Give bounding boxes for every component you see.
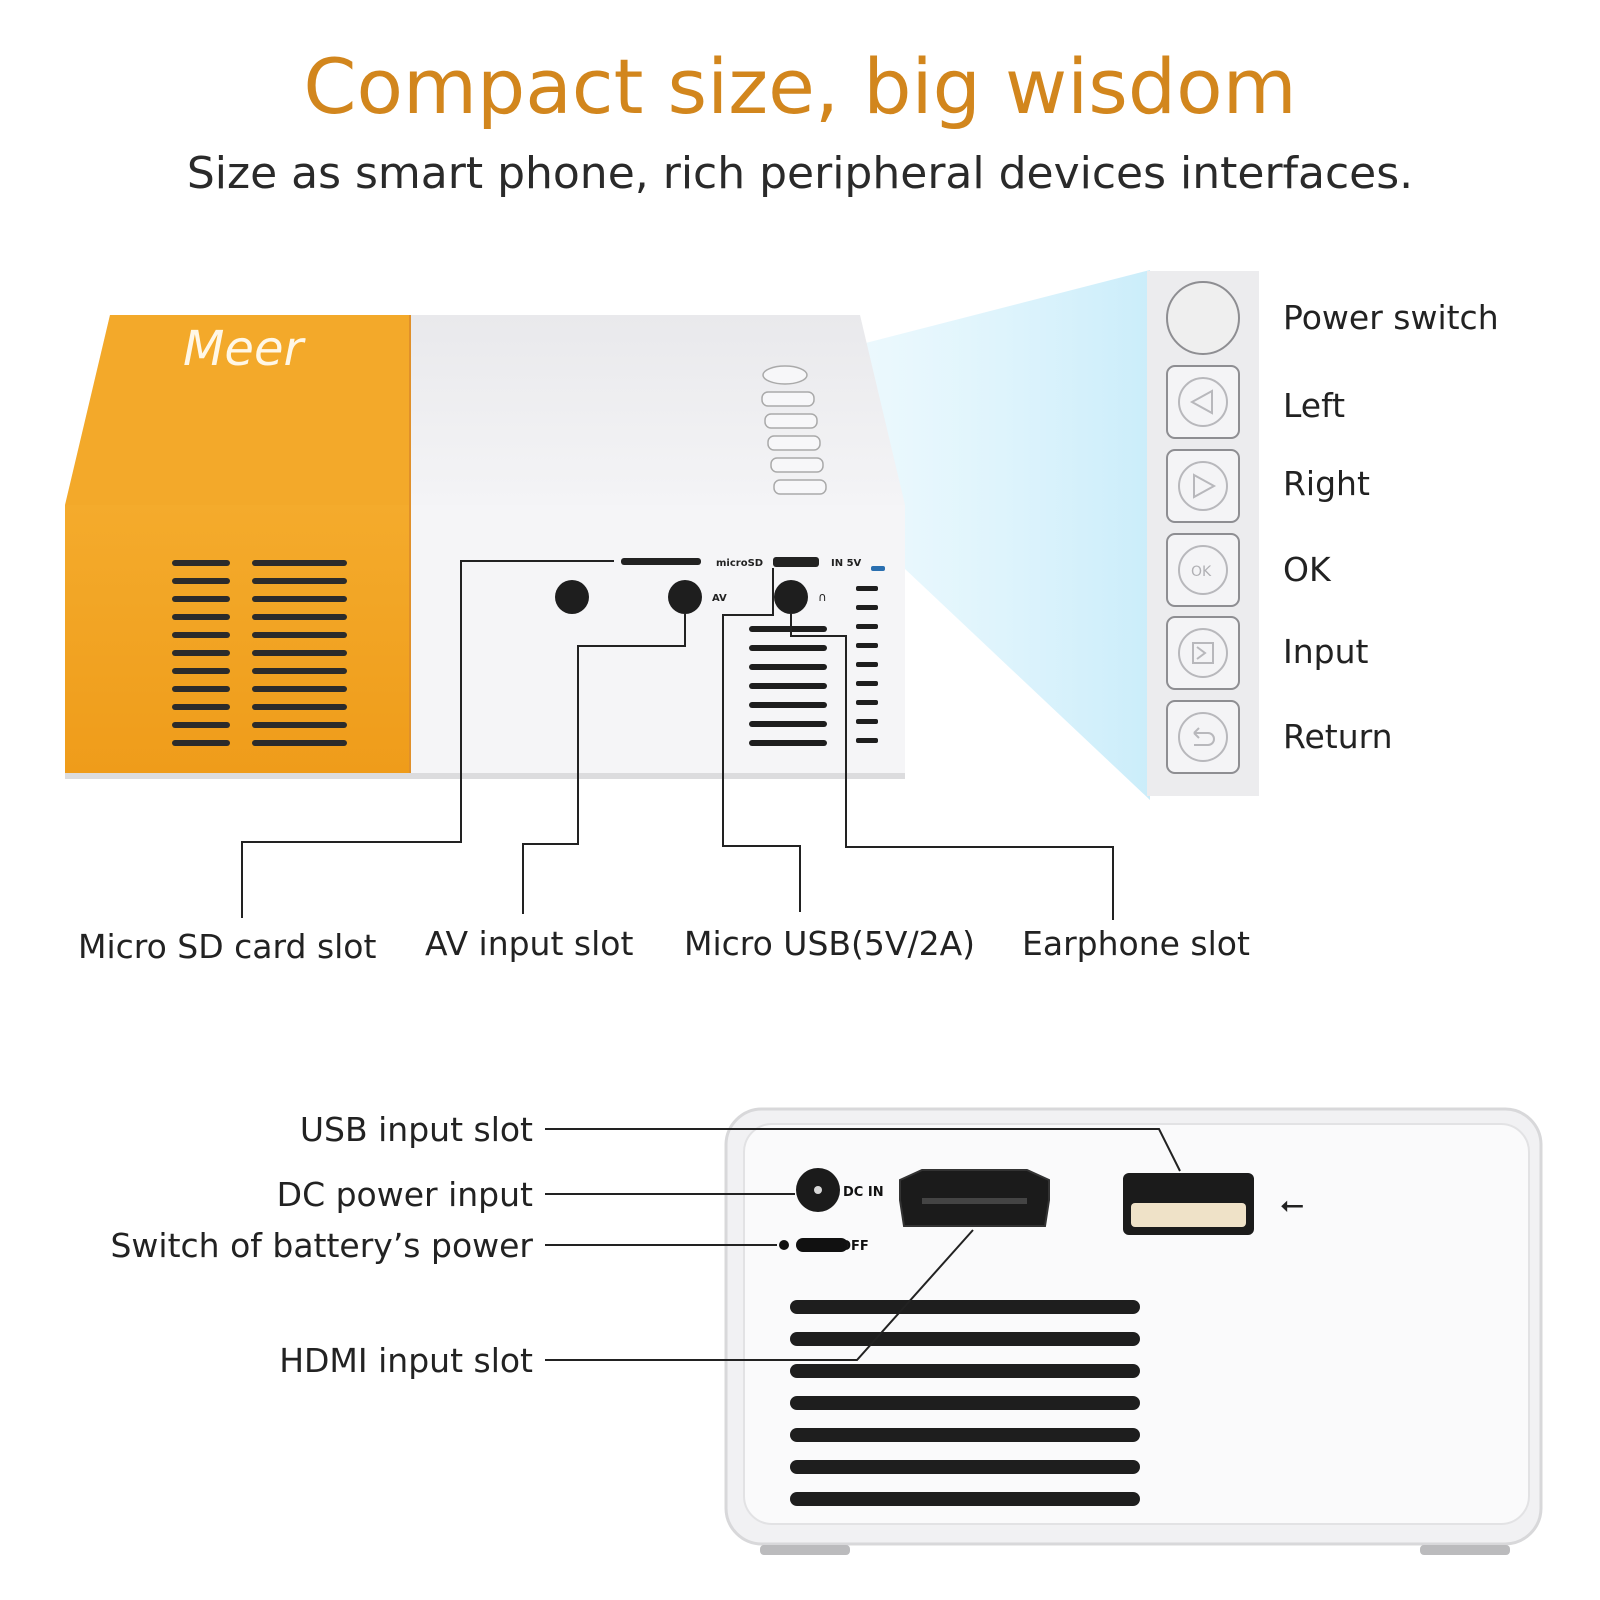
triangle-right-icon — [1193, 473, 1217, 499]
label-usb-input-slot: USB input slot — [299, 1110, 533, 1149]
label-micro-sd-slot: Micro SD card slot — [78, 927, 377, 966]
label-av-input-slot: AV input slot — [425, 924, 634, 963]
micro-usb-port — [773, 557, 819, 567]
ok-button-icon: OK — [1191, 564, 1212, 580]
label-power-switch: Power switch — [1283, 298, 1499, 337]
page-title: Compact size, big wisdom — [303, 42, 1297, 131]
label-micro-usb: Micro USB(5V/2A) — [684, 924, 976, 963]
return-arrow-icon — [1193, 727, 1215, 746]
label-left: Left — [1283, 386, 1346, 425]
off-print: OFF — [840, 1239, 869, 1254]
label-return: Return — [1283, 717, 1393, 756]
device-front-face — [410, 505, 905, 775]
av-print: AV — [712, 593, 727, 604]
triangle-left-icon — [1189, 389, 1213, 415]
device-top-buttons — [761, 365, 827, 495]
orange-vents — [172, 560, 347, 746]
front-button — [555, 580, 589, 614]
label-dc-power-input: DC power input — [276, 1175, 533, 1214]
side-leader-lines — [241, 560, 1114, 920]
microsd-slot — [621, 558, 701, 565]
earphone-jack — [774, 580, 808, 614]
back-vents — [790, 1300, 1140, 1506]
device-orange-front — [65, 505, 410, 775]
microsd-print: microSD — [716, 558, 763, 569]
brand-logo: Meer — [183, 321, 306, 377]
panel-buttons — [1166, 281, 1240, 774]
label-hdmi-input-slot: HDMI input slot — [279, 1341, 533, 1380]
input-source-icon — [1192, 642, 1214, 664]
dc-in-print: DC IN — [843, 1185, 884, 1200]
usb-icon: ⭠ — [1280, 1187, 1304, 1222]
battery-switch — [796, 1238, 848, 1252]
white-vents — [749, 566, 885, 746]
label-input: Input — [1283, 632, 1369, 671]
device-orange-top — [65, 315, 410, 505]
av-jack — [668, 580, 702, 614]
in5v-print: IN 5V — [831, 558, 862, 569]
label-right: Right — [1283, 464, 1370, 503]
label-ok: OK — [1283, 550, 1331, 589]
headphone-icon: ∩ — [818, 590, 827, 604]
label-battery-switch: Switch of battery’s power — [110, 1226, 533, 1265]
label-earphone-slot: Earphone slot — [1022, 924, 1250, 963]
page-subtitle: Size as smart phone, rich peripheral dev… — [186, 148, 1414, 199]
back-leader-lines — [545, 1128, 1181, 1361]
